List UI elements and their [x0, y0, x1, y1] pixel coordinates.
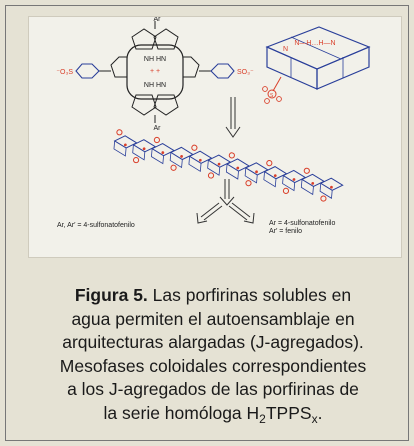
porphyrin-dimer: N—H…H—N N S [262, 26, 371, 104]
caption-line-6-pre: la serie homóloga H [103, 402, 260, 423]
left-substituent-label: Ar, Ar′ = 4-sulfonatofenilo [57, 222, 135, 229]
dimer-n-label: N [283, 46, 288, 53]
caption-sub-2: 2 [259, 411, 266, 426]
chain-tile-side [263, 171, 277, 188]
chain-sulfonate-marker [153, 136, 161, 144]
chain-tile-side [188, 156, 202, 173]
chain-porphyrin-tile [132, 139, 157, 153]
porphyrin-diagram: NH HN + + NH HN Ar Ar ⁻O₃S SO₃⁻ N—H…H—N … [56, 17, 371, 224]
chain-porphyrin-tile [319, 177, 344, 191]
chain-center-dot [217, 162, 221, 166]
caption-line-4: Mesofases coloidales correspondientes [59, 355, 367, 376]
chain-porphyrin-tile [282, 169, 307, 184]
j-aggregate-chain [113, 129, 344, 202]
chain-tile-side [207, 160, 221, 176]
chain-porphyrin-tile [244, 162, 269, 176]
chain-sulfonate-marker [191, 144, 198, 151]
ar-label-bottom: Ar [154, 125, 162, 132]
chain-tile-side [225, 163, 239, 180]
caption-line-2: agua permiten el autoensamblaje en [71, 308, 355, 329]
chain-sulfonate-marker [170, 164, 177, 171]
nh-label-top: NH HN [144, 56, 166, 63]
charge-label: + + [150, 68, 160, 75]
caption-line-6-mid: TPPS [265, 402, 312, 423]
chain-tile-side [151, 148, 164, 165]
figure-caption: Figura 5. Las porfirinas solubles en agu… [26, 284, 400, 425]
chain-sulfonate-marker [266, 160, 273, 167]
dimer-s-label: S [270, 93, 274, 99]
chain-porphyrin-tile [169, 146, 194, 161]
chain-center-dot [180, 155, 183, 158]
figure-label: Figura 5. [74, 285, 148, 305]
so3-left-label: ⁻O₃S [56, 69, 73, 76]
chain-sulfonate-marker [245, 180, 252, 187]
chain-porphyrin-tile [188, 150, 213, 164]
porphyrin-molecule: NH HN + + NH HN Ar Ar ⁻O₃S SO₃⁻ [56, 17, 254, 132]
chain-porphyrin-tile [207, 154, 232, 168]
chain-sulfonate-marker [228, 152, 235, 159]
caption-line-1: Figura 5. Las porfirinas solubles en [26, 284, 400, 308]
caption-sub-x: x [311, 411, 318, 426]
caption-line-6-end: . [317, 402, 323, 423]
chain-porphyrin-tile [300, 173, 325, 188]
figure-illustration: NH HN + + NH HN Ar Ar ⁻O₃S SO₃⁻ N—H…H—N … [28, 16, 402, 258]
chain-tile-side [300, 179, 314, 196]
chain-center-dot [330, 185, 333, 189]
caption-line-3: arquitecturas alargadas (J-agregados). [62, 332, 364, 352]
chain-center-dot [142, 147, 146, 151]
chain-sulfonate-marker [303, 167, 310, 174]
chain-center-dot [123, 143, 127, 147]
chain-center-dot [236, 166, 240, 170]
chain-center-dot [161, 151, 165, 154]
chain-center-dot [255, 170, 258, 174]
down-arrow-1 [225, 97, 241, 138]
chain-porphyrin-tile [151, 142, 176, 157]
chain-sulfonate-marker [207, 172, 215, 179]
down-arrow-2 [219, 179, 235, 206]
caption-line-6: la serie homóloga H2TPPSx. [26, 402, 400, 426]
chain-sulfonate-marker [132, 156, 140, 164]
chain-center-dot [273, 174, 277, 178]
chain-center-dot [311, 181, 315, 185]
caption-line-1-text: Las porfirinas solubles en [152, 285, 352, 305]
figure-frame: NH HN + + NH HN Ar Ar ⁻O₃S SO₃⁻ N—H…H—N … [5, 5, 409, 441]
right-substituent-label-2: Ar′ = fenilo [269, 228, 303, 235]
so3-right-label: SO₃⁻ [237, 69, 254, 76]
chain-porphyrin-tile [226, 158, 251, 172]
chain-tile-side [319, 183, 333, 199]
chain-porphyrin-tile [113, 135, 138, 149]
branch-arrow-left [196, 202, 223, 224]
chain-tile-side [244, 167, 258, 184]
chain-tile-side [132, 144, 146, 161]
chain-tile-side [169, 152, 183, 169]
chain-sulfonate-marker [282, 187, 290, 194]
chain-porphyrin-tile [263, 166, 288, 180]
right-substituent-label-1: Ar = 4-sulfonatofenilo [269, 220, 336, 227]
chain-center-dot [198, 158, 202, 162]
chain-sulfonate-marker [320, 195, 327, 202]
chain-sulfonate-marker [116, 129, 123, 136]
dimer-hbond-label: N—H…H—N [294, 40, 335, 47]
branch-arrow-right [228, 202, 255, 224]
ar-label-top: Ar [154, 17, 162, 23]
chain-tile-side [282, 175, 296, 192]
chain-tile-side [113, 140, 127, 157]
chain-center-dot [292, 178, 296, 181]
caption-line-5: a los J-agregados de las porfirinas de [67, 379, 359, 399]
nh-label-bottom: NH HN [144, 82, 166, 89]
